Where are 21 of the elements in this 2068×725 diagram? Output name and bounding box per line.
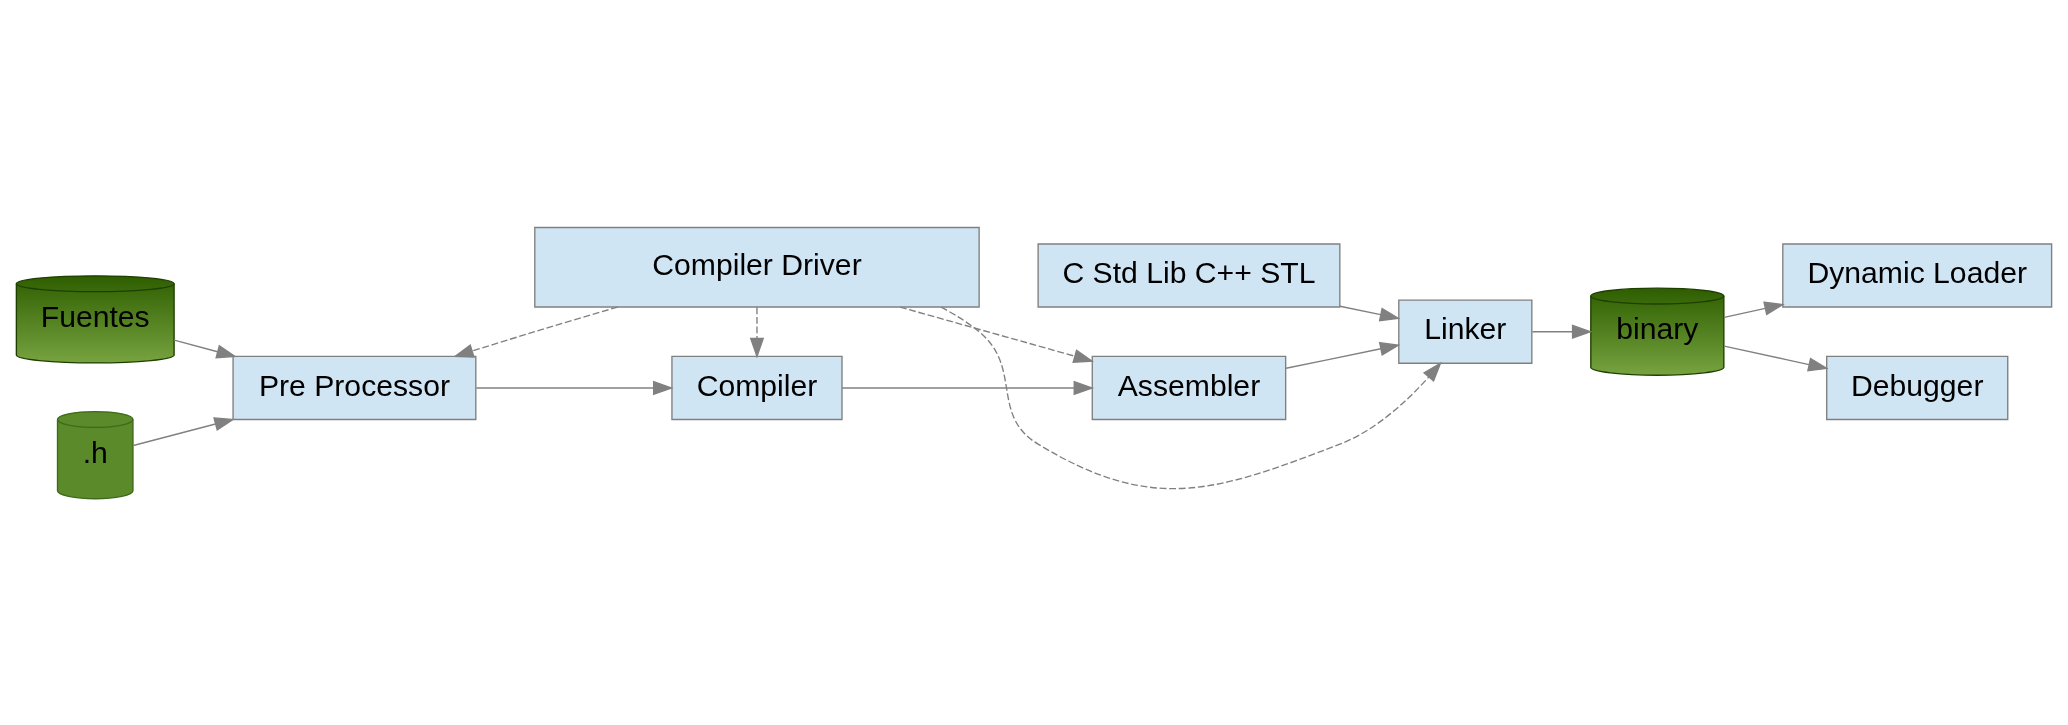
arrow xyxy=(749,306,765,358)
arrow xyxy=(132,416,235,446)
node-box: Debugger xyxy=(1826,355,2009,420)
arrow xyxy=(1531,324,1593,339)
arrow xyxy=(475,380,674,395)
arrow xyxy=(899,305,1095,363)
arrow xyxy=(453,305,619,358)
arrow xyxy=(841,380,1095,395)
node-box: Assembler xyxy=(1091,355,1287,420)
node-box: Dynamic Loader xyxy=(1782,242,2053,308)
arrow xyxy=(173,338,237,359)
node-box: Pre Processor xyxy=(232,355,477,420)
node-box: Compiler xyxy=(671,355,843,420)
arrow xyxy=(1285,341,1401,369)
node-box: Compiler Driver xyxy=(534,226,980,308)
arrow xyxy=(1339,305,1401,322)
node-box: Linker xyxy=(1398,299,1533,364)
arrow xyxy=(1723,344,1829,371)
arrow xyxy=(940,306,1442,489)
node-box: C Std Lib C++ STL xyxy=(1037,242,1341,308)
arrow xyxy=(1723,301,1785,318)
